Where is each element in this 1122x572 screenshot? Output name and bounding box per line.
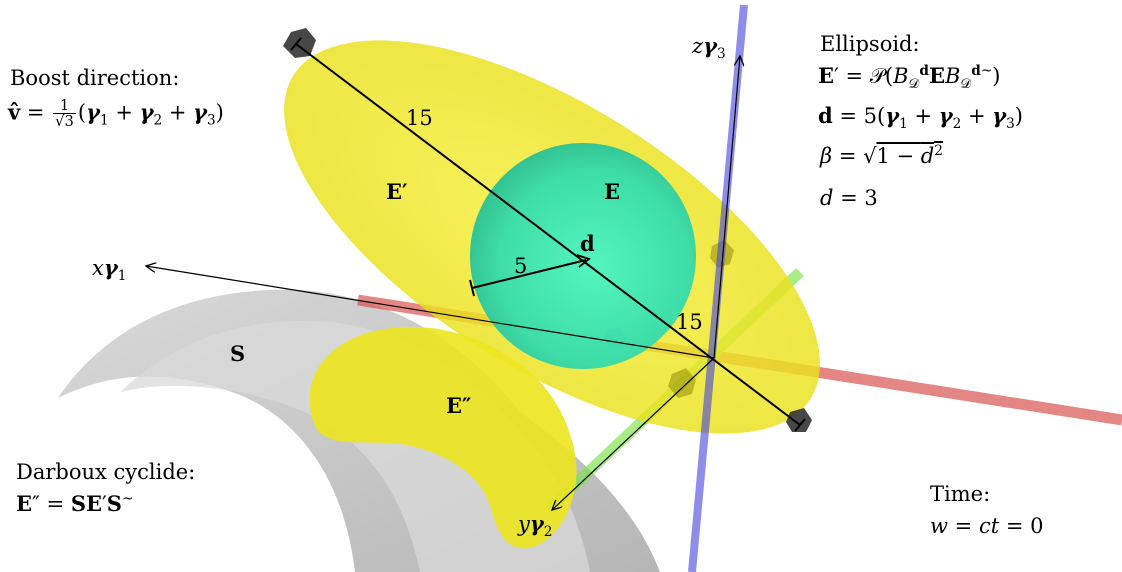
marker-bottom-right <box>786 408 812 432</box>
label-15-top: 15 <box>406 106 433 130</box>
ellipsoid-axis-endcap-top <box>290 37 302 51</box>
darboux-title: Darboux cyclide: <box>16 460 196 484</box>
axis-label-z: zγ3 <box>692 33 726 63</box>
label-E: E <box>604 179 621 204</box>
axis-label-x: xγ1 <box>92 255 127 285</box>
ellipsoid-axis-line <box>295 43 801 426</box>
axis-label-y: yγ2 <box>518 511 553 541</box>
marker-left <box>668 368 696 398</box>
darboux-equation: E″ = SE′S~ <box>16 491 134 516</box>
sphere-radius-endcap <box>469 279 475 297</box>
time-title: Time: <box>930 482 991 506</box>
sphere-E <box>470 143 696 369</box>
d-value: d = 3 <box>820 186 878 210</box>
shell-S-inner <box>120 320 590 572</box>
label-5: 5 <box>514 254 528 278</box>
label-15-bottom: 15 <box>676 310 703 334</box>
label-E-prime: E′ <box>386 179 408 204</box>
boost-title: Boost direction: <box>10 66 180 90</box>
cyclide-E-double-prime <box>309 326 577 549</box>
axis-x-line <box>146 266 715 359</box>
axis-z-line <box>713 56 740 359</box>
sphere-radius-arrowhead <box>576 254 591 268</box>
ellipsoid-equation: E′ = 𝒫(B𝒟dEB𝒟d~) <box>818 63 1001 93</box>
label-d: d <box>580 231 595 256</box>
ellipsoid-title: Ellipsoid: <box>820 32 920 56</box>
marker-top-left <box>283 28 316 58</box>
label-S: S <box>230 341 246 366</box>
boost-equation: v̂ = 1√3(γ1 + γ2 + γ3) <box>8 97 224 131</box>
time-equation: w = ct = 0 <box>930 514 1044 538</box>
label-E-double-prime: E″ <box>446 393 472 418</box>
axis-y-line <box>552 357 715 510</box>
ellipsoid-axis-endcap-bottom <box>794 418 806 432</box>
beta-equation: β = √1 − d2 <box>820 143 943 168</box>
sphere-radius-line <box>471 259 587 289</box>
d-definition: d = 5(γ1 + γ2 + γ3) <box>818 103 1023 133</box>
axis-z-band <box>688 4 748 572</box>
